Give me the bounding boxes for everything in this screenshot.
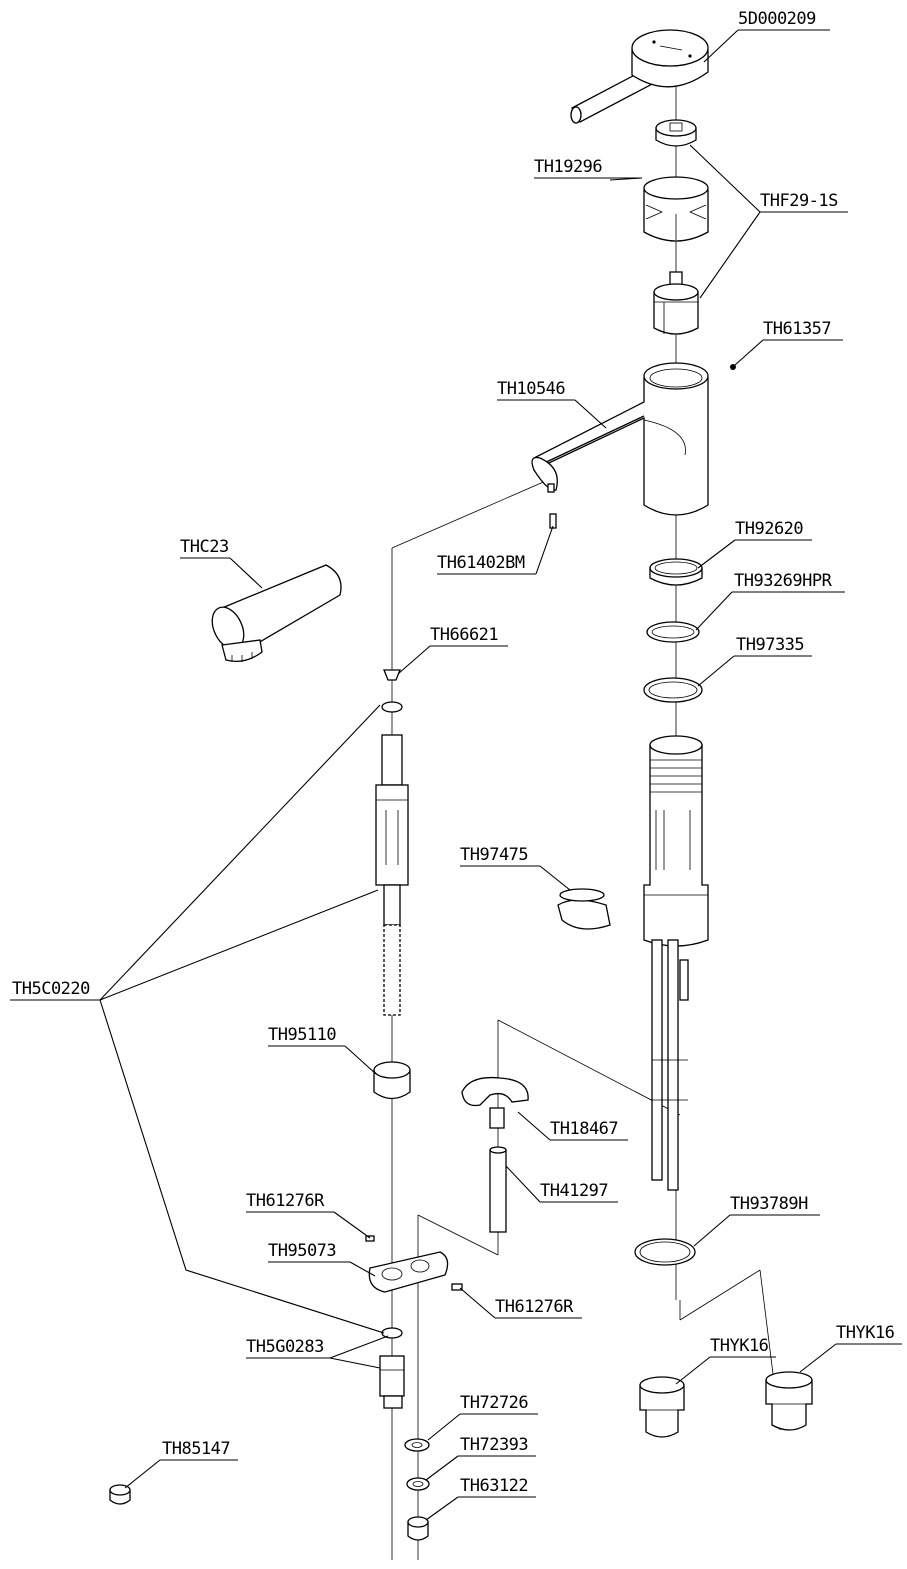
tube-th41297	[489, 1146, 507, 1233]
label-th72393: TH72393	[460, 1435, 528, 1455]
washer-th72726	[404, 1438, 430, 1452]
label-th97475: TH97475	[460, 845, 528, 865]
label-th85147: TH85147	[162, 1439, 230, 1459]
nut-th63122	[407, 1516, 429, 1541]
label-th61276r-b: TH61276R	[495, 1297, 574, 1317]
ring-th93269hpr	[646, 621, 700, 643]
handle-part	[570, 29, 709, 124]
spout-part	[211, 564, 342, 663]
cap-part	[655, 119, 697, 147]
label-th19296: TH19296	[534, 157, 602, 177]
oring-top	[381, 701, 403, 713]
clip-th97475	[557, 888, 611, 930]
cartridge-part	[653, 271, 699, 335]
label-th5c0220: TH5C0220	[12, 979, 90, 999]
ring-th97335	[643, 677, 703, 703]
nut-th95110	[373, 1061, 411, 1100]
label-th95110: TH95110	[268, 1025, 336, 1045]
lower-body-part	[643, 735, 709, 1191]
label-thyk16-b: THYK16	[836, 1323, 895, 1343]
oring-lower	[381, 1327, 403, 1339]
label-thf29-1s: THF29-1S	[760, 191, 838, 211]
leader-lines	[99, 29, 837, 1521]
washer-th72393	[406, 1477, 430, 1491]
label-th61402bm: TH61402BM	[437, 553, 525, 573]
label-th10546: TH10546	[497, 379, 565, 399]
label-th66621: TH66621	[430, 625, 498, 645]
pullout-hose-part	[375, 734, 409, 1016]
label-th18467: TH18467	[550, 1119, 618, 1139]
label-th41297: TH41297	[540, 1181, 608, 1201]
screw-th61357	[730, 364, 736, 370]
label-th5g0283: TH5G0283	[246, 1337, 324, 1357]
plate-th95073	[368, 1251, 449, 1293]
screw-th61276r-a	[365, 1235, 375, 1242]
cover-nut-part	[643, 176, 709, 242]
label-th61276r-a: TH61276R	[246, 1191, 325, 1211]
label-th97335: TH97335	[736, 635, 804, 655]
connector-thyk16-a	[639, 1376, 685, 1438]
axis-lines	[391, 60, 781, 1560]
label-thyk16-a: THYK16	[710, 1336, 769, 1356]
label-th63122: TH63122	[460, 1476, 528, 1496]
ring-th92620	[649, 558, 703, 586]
label-th93269hpr: TH93269HPR	[734, 571, 833, 591]
labels: 5D000209 TH19296 THF29-1S TH61357 TH1054…	[10, 9, 902, 1498]
label-th61357: TH61357	[763, 319, 831, 339]
small-washer-th66621	[383, 669, 401, 681]
connector-thyk16-b	[765, 1371, 813, 1431]
bracket-th18467	[461, 1076, 529, 1129]
label-th93789h: TH93789H	[730, 1194, 808, 1214]
label-th95073: TH95073	[268, 1241, 336, 1261]
faucet-body-part	[531, 362, 709, 516]
screw-th61276r-b	[451, 1283, 463, 1291]
connector-th5g0283	[379, 1355, 405, 1409]
label-5d000209: 5D000209	[738, 9, 816, 29]
part-th85147	[109, 1484, 131, 1505]
gasket-th93789h	[634, 1238, 696, 1266]
screw-th61402bm	[549, 513, 557, 529]
label-thc23: THC23	[180, 537, 229, 557]
label-th92620: TH92620	[735, 519, 803, 539]
label-th72726: TH72726	[460, 1393, 528, 1413]
